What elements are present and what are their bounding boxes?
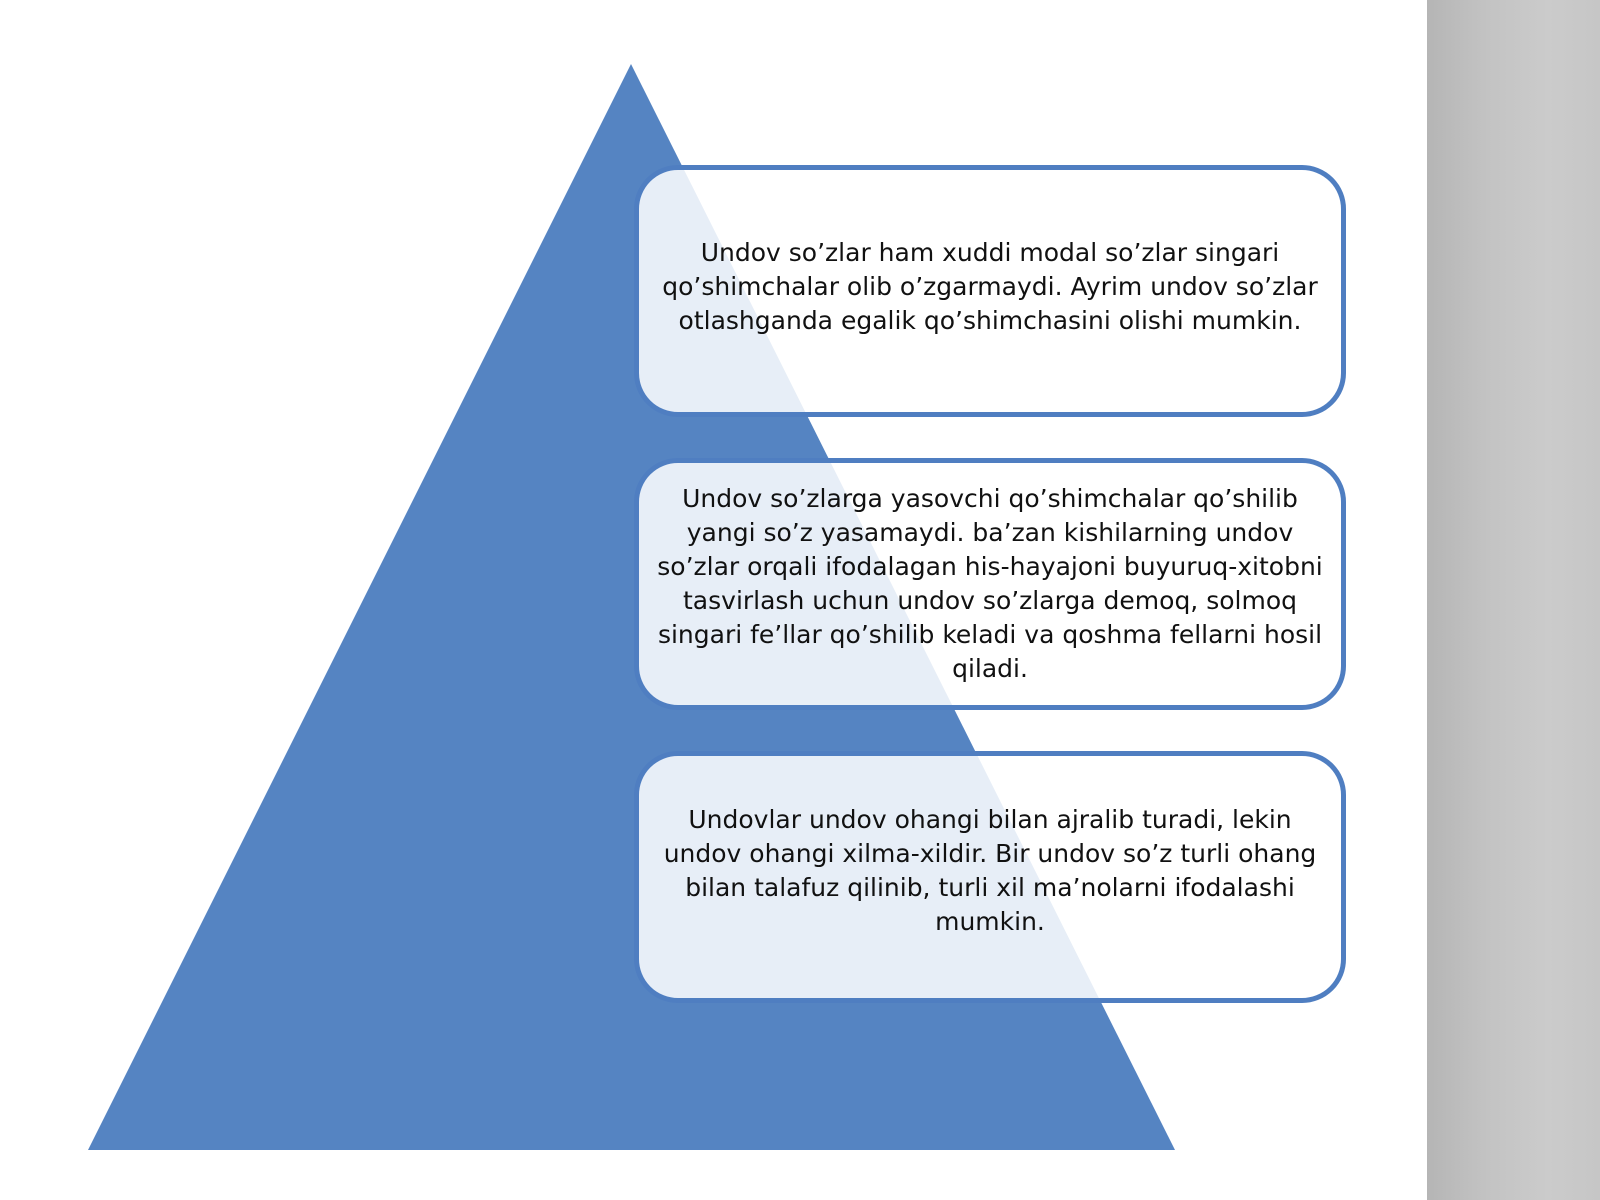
pyramid-level-1-text: Undov so’zlar ham xuddi modal so’zlar si… <box>662 238 1318 335</box>
pyramid-level-2-text: Undov so’zlarga yasovchi qo’shimchalar q… <box>657 484 1323 683</box>
side-decoration-strip <box>1427 0 1600 1200</box>
pyramid-level-3-text: Undovlar undov ohangi bilan ajralib tura… <box>663 805 1317 936</box>
pyramid-level-1-box: Undov so’zlar ham xuddi modal so’zlar si… <box>634 165 1346 417</box>
pyramid-level-2-box: Undov so’zlarga yasovchi qo’shimchalar q… <box>634 458 1346 710</box>
pyramid-level-3-box: Undovlar undov ohangi bilan ajralib tura… <box>634 751 1346 1003</box>
